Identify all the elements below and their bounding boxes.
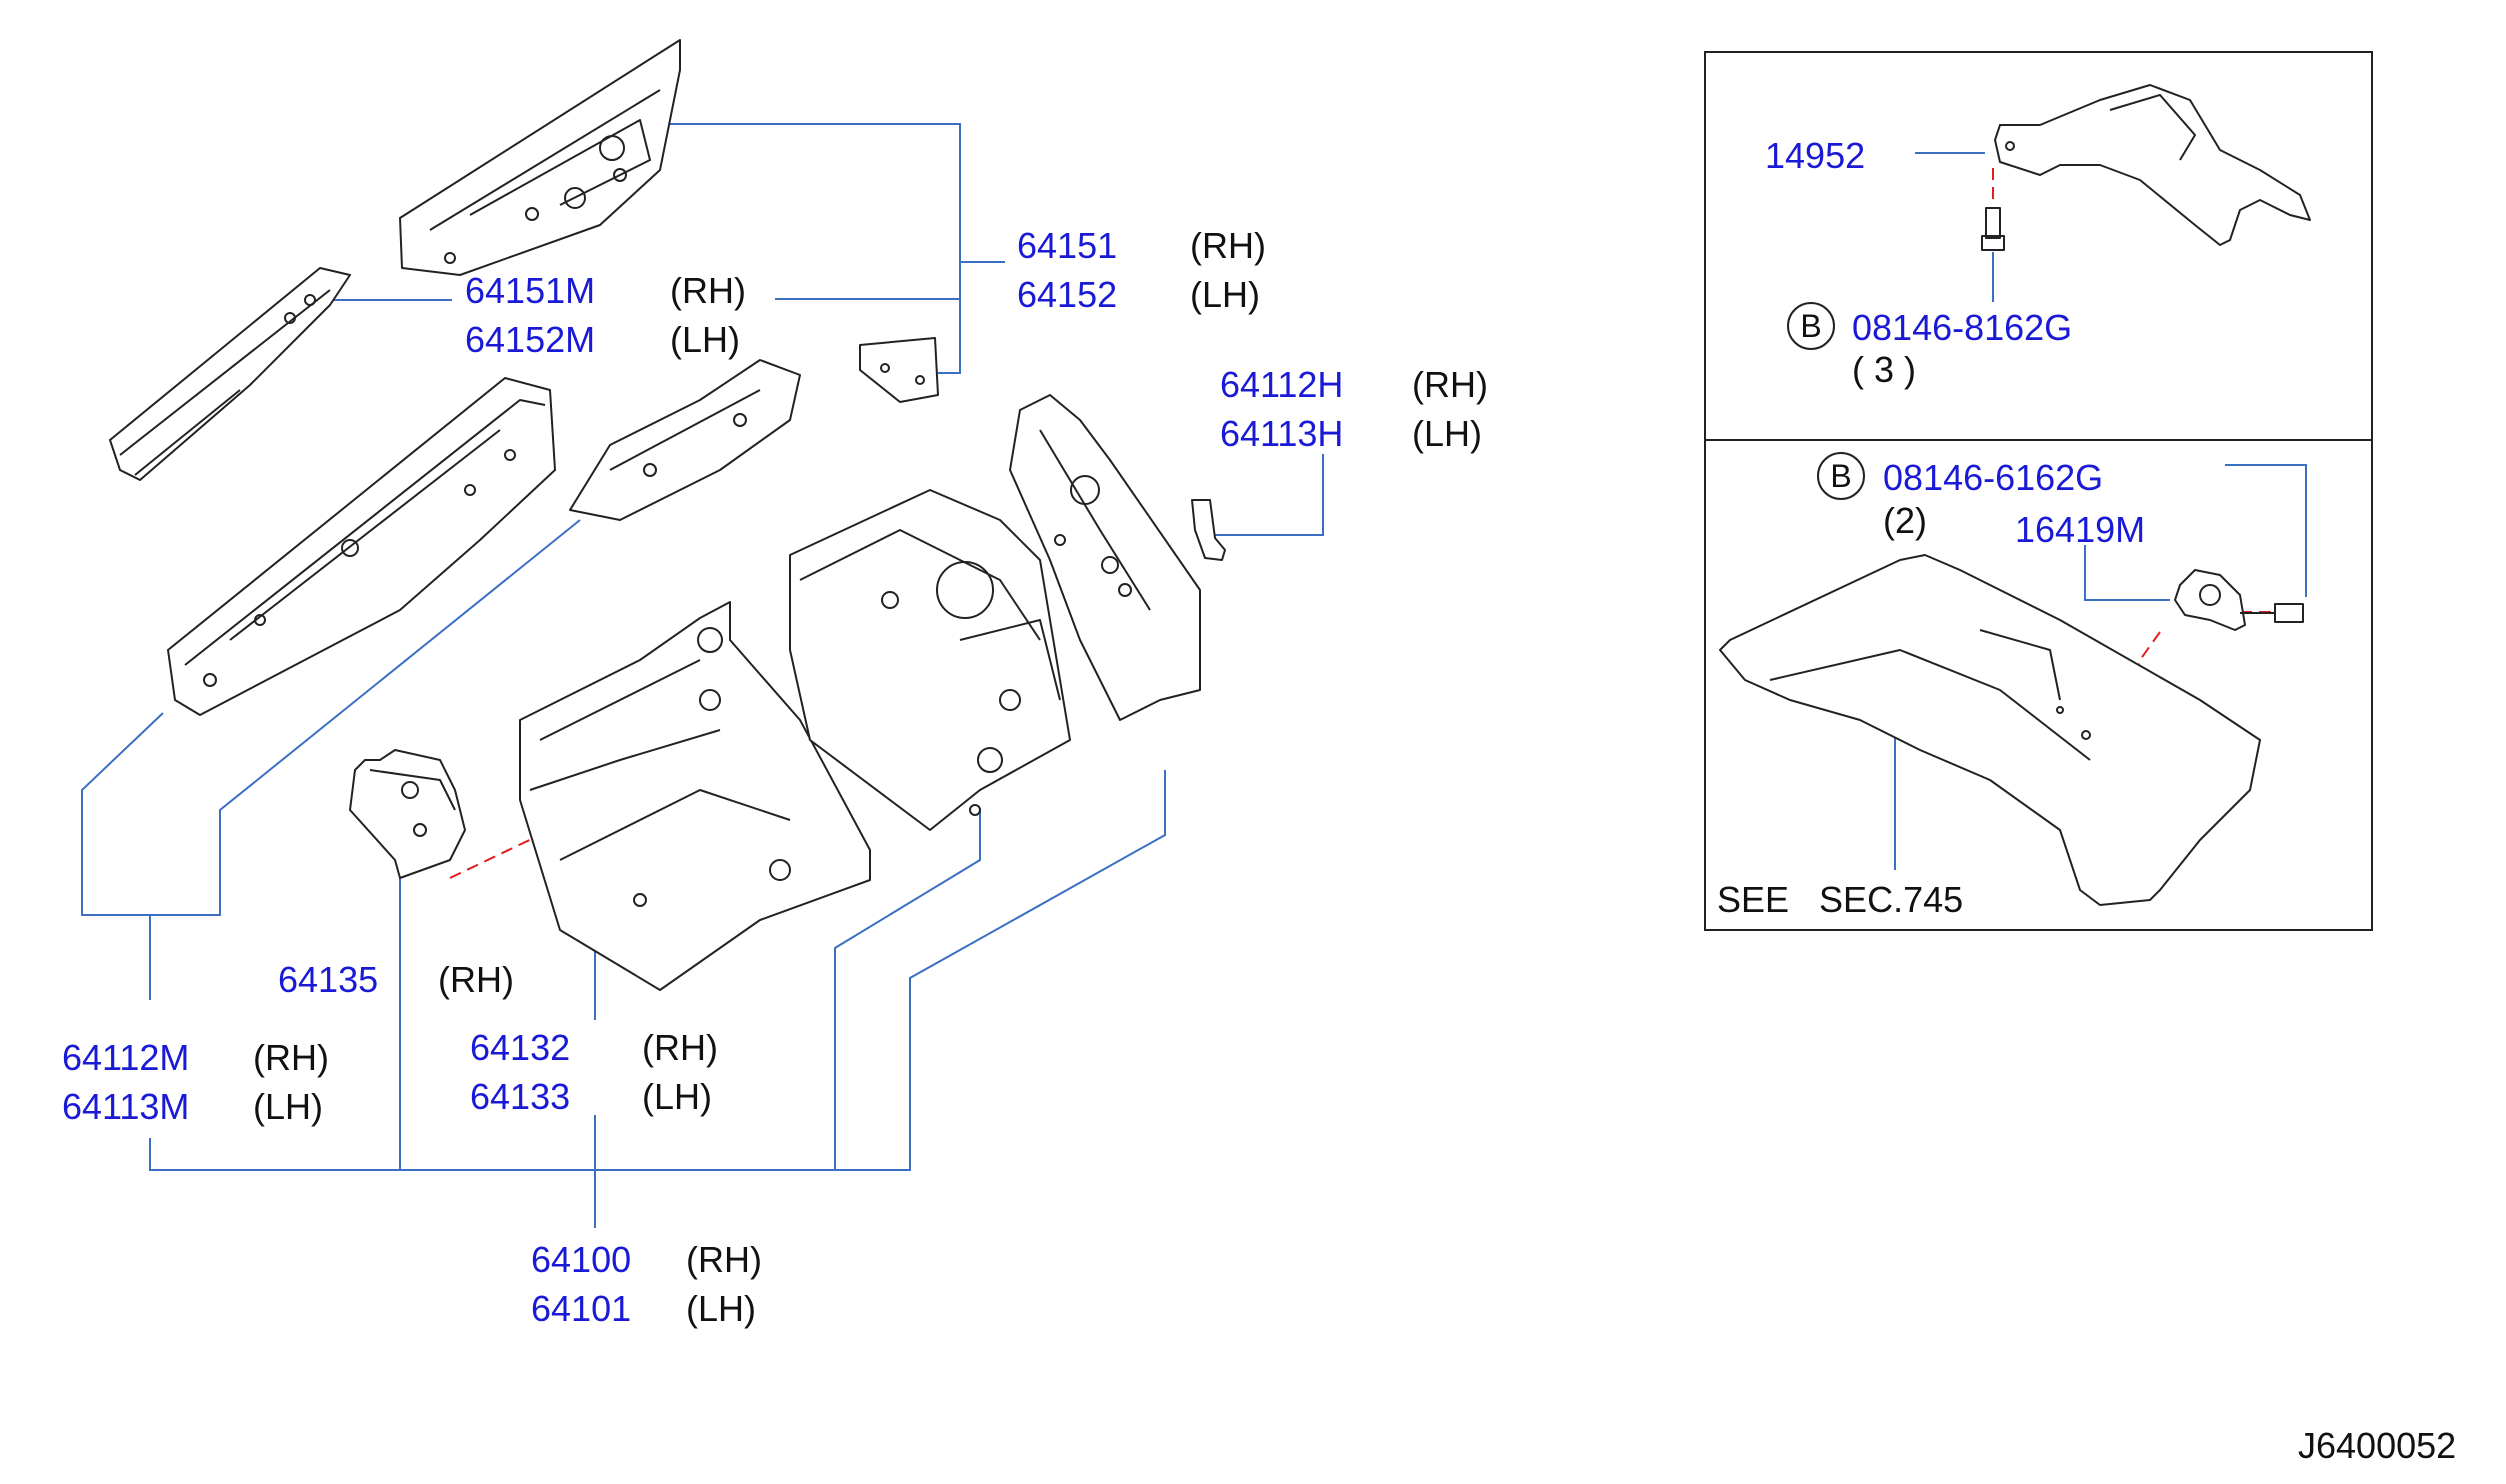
inset-frames (1704, 51, 2373, 931)
part-number-64135[interactable]: 64135 (278, 959, 379, 1000)
part-number-64112h[interactable]: 64112H (1220, 364, 1344, 405)
part-number-64132[interactable]: 64132 (470, 1027, 571, 1068)
small-rail-part (109, 267, 351, 481)
side-label-lh: (LH) (670, 319, 740, 360)
upper-apron-part (399, 39, 681, 276)
side-label-rh: (RH) (1412, 364, 1488, 405)
mount-bracket-part (349, 749, 466, 879)
bracket-64112h-part (1191, 499, 1226, 561)
side-label-rh: (RH) (670, 270, 746, 311)
diagram-code: J6400052 (2298, 1425, 2457, 1466)
side-label-rh: (RH) (438, 959, 514, 1000)
part-number-64151[interactable]: 64151 (1017, 225, 1118, 266)
part-number-16419m[interactable]: 16419M (2015, 509, 2146, 550)
side-label-lh: (LH) (642, 1076, 712, 1117)
part-sketches (109, 39, 2311, 991)
floor-panel-part (1719, 554, 2261, 906)
side-label-lh: (LH) (253, 1086, 323, 1127)
side-label-lh: (LH) (1190, 274, 1260, 315)
part-number-64151m[interactable]: 64151M (465, 270, 596, 311)
bolt-marker-b: B (1817, 452, 1865, 500)
part-number-14952[interactable]: 14952 (1765, 135, 1866, 176)
part-number-64152[interactable]: 64152 (1017, 274, 1118, 315)
bolt-marker-b: B (1787, 302, 1835, 350)
quantity-label: (2) (1883, 500, 1927, 541)
part-number-64113m[interactable]: 64113M (62, 1086, 190, 1127)
strut-housing-part (789, 489, 1071, 831)
side-member-part (167, 377, 556, 716)
part-number-64112m[interactable]: 64112M (62, 1037, 190, 1078)
bracket-14952-part (1981, 84, 2311, 251)
clip-16419m-part (2174, 569, 2304, 631)
side-label-lh: (LH) (1412, 413, 1482, 454)
cowl-side-part (569, 359, 801, 521)
part-number-64100[interactable]: 64100 (531, 1239, 632, 1280)
side-label-rh: (RH) (253, 1037, 329, 1078)
part-number-64152m[interactable]: 64152M (465, 319, 596, 360)
part-number-08146-8162g[interactable]: 08146-8162G (1852, 307, 2073, 348)
part-number-64113h[interactable]: 64113H (1220, 413, 1344, 454)
quantity-label: ( 3 ) (1852, 349, 1917, 390)
side-label-rh: (RH) (642, 1027, 718, 1068)
part-number-08146-6162g[interactable]: 08146-6162G (1883, 457, 2104, 498)
wheel-housing-part (519, 601, 871, 991)
side-label-rh: (RH) (1190, 225, 1266, 266)
part-number-64133[interactable]: 64133 (470, 1076, 571, 1117)
side-label-lh: (LH) (686, 1288, 756, 1329)
part-number-64101[interactable]: 64101 (531, 1288, 632, 1329)
small-bracket-part (859, 337, 939, 403)
front-panel-part (1009, 394, 1201, 721)
side-label-rh: (RH) (686, 1239, 762, 1280)
see-section-note: SEE SEC.745 (1717, 879, 1964, 920)
